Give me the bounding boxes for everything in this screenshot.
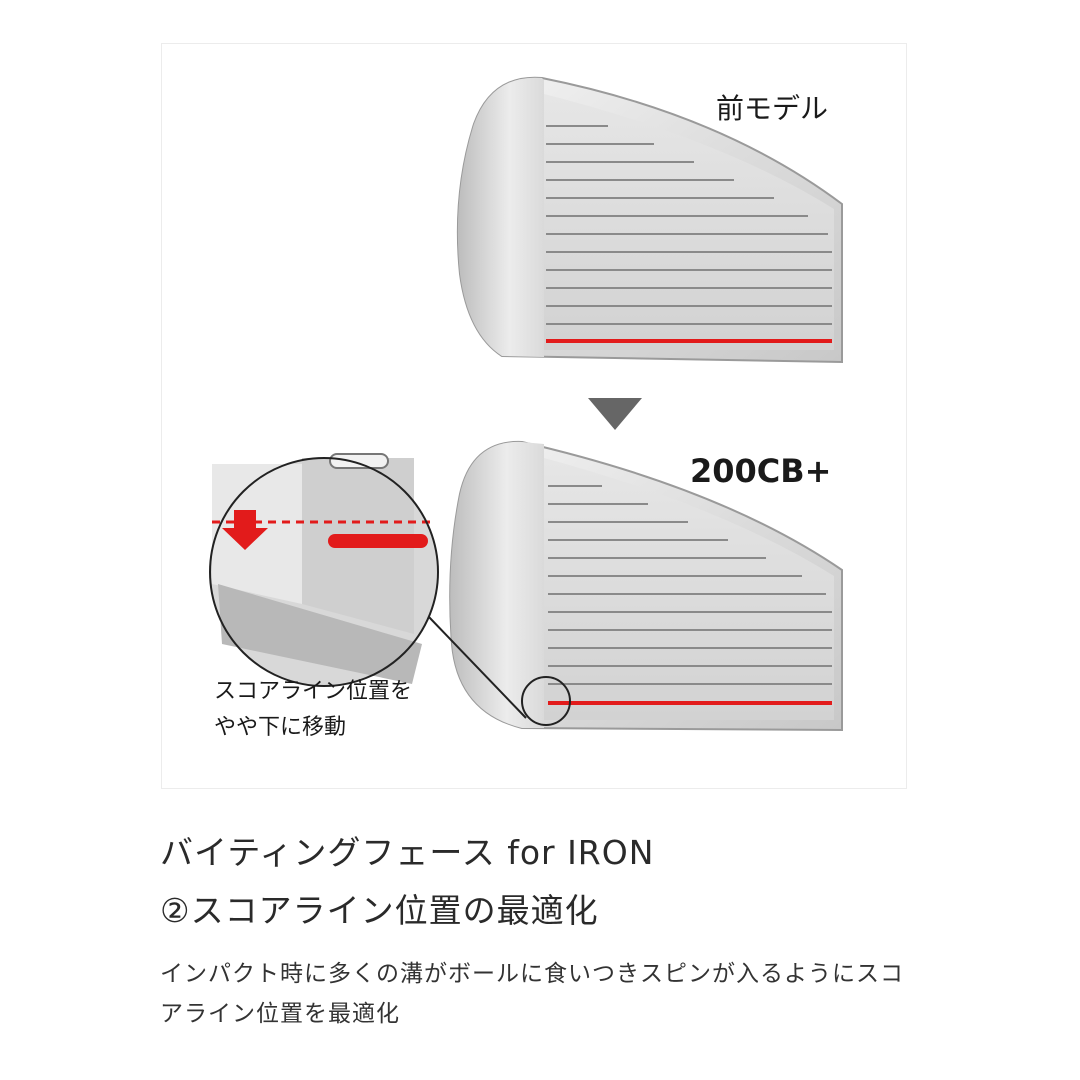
section-heading-line1: バイティングフェース for IRON	[160, 833, 655, 872]
iron-comparison-illustration: 前モデル 200CB+	[209, 76, 843, 740]
new-model-label: 200CB+	[690, 452, 831, 490]
zoom-magnifier	[209, 453, 439, 687]
section-heading-line2: ②スコアライン位置の最適化	[160, 891, 599, 930]
comparison-figure: 前モデル 200CB+	[161, 43, 907, 789]
down-arrow-icon	[588, 398, 642, 430]
new-model-grooves	[548, 485, 832, 685]
move-down-arrow-icon	[222, 510, 268, 550]
previous-model-label: 前モデル	[716, 92, 828, 125]
zoom-score-line-red	[328, 534, 428, 548]
zoom-groove-outline	[329, 453, 389, 469]
previous-model-clubhead	[456, 76, 843, 364]
callout-text-line2: やや下に移動	[214, 715, 346, 740]
detail-highlight-circle	[521, 676, 571, 726]
new-model-clubhead	[449, 440, 843, 732]
description-text: インパクト時に多くの溝がボールに食いつきスピンが入るようにスコアライン位置を最適…	[160, 961, 904, 1027]
previous-grooves	[546, 125, 832, 325]
callout-connector-line	[427, 615, 527, 719]
callout-text-line1: スコアライン位置を	[214, 679, 412, 704]
